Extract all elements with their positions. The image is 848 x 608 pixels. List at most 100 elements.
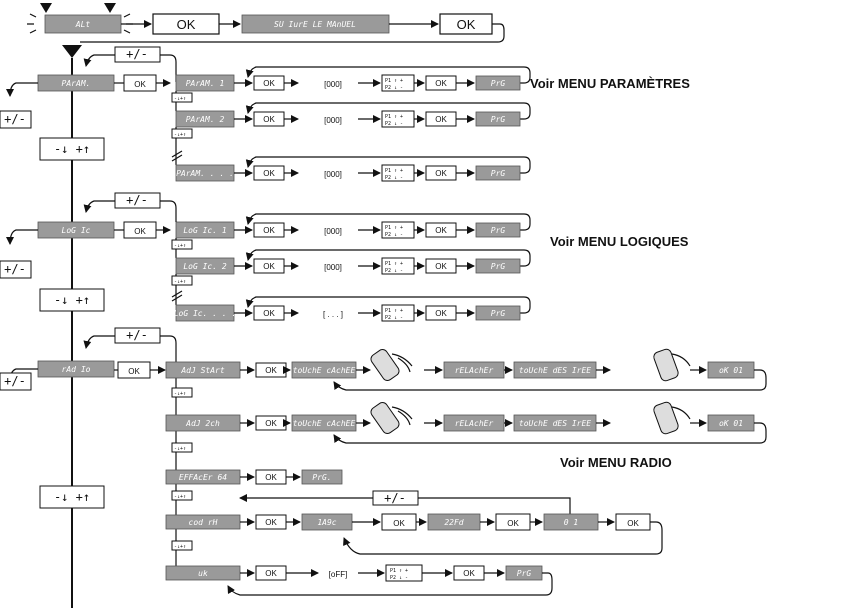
logic-note: Voir MENU LOGIQUES bbox=[550, 234, 689, 249]
break-mark bbox=[172, 151, 182, 161]
svg-text:-↓ +↑: -↓ +↑ bbox=[54, 490, 90, 504]
svg-text:+/-: +/- bbox=[4, 262, 26, 276]
svg-text:P2 ↓ -: P2 ↓ - bbox=[390, 575, 408, 581]
ok01-label: oK 01 bbox=[719, 419, 743, 428]
svg-text:+/-: +/- bbox=[126, 47, 148, 61]
radio-row-codrh: +/- cod rH OK 1A9c OK 22Fd OK 0 1 OK bbox=[166, 491, 662, 554]
remote-control-icon bbox=[369, 348, 412, 383]
ok-label-top-1: OK bbox=[177, 17, 196, 32]
prg-label: PrG bbox=[491, 79, 506, 88]
value-label: [000] bbox=[324, 80, 342, 89]
value-label: [000] bbox=[324, 263, 342, 272]
radio-row-uk: uk OK [oFF] P1 ↑ + P2 ↓ - OK PrG bbox=[166, 565, 552, 595]
param-note: Voir MENU PARAMÈTRES bbox=[530, 76, 690, 91]
remote-control-icon bbox=[369, 401, 412, 436]
svg-text:OK: OK bbox=[134, 80, 146, 89]
svg-text:rAd Io: rAd Io bbox=[62, 365, 91, 374]
value-label: [000] bbox=[324, 116, 342, 125]
svg-text:+/-: +/- bbox=[4, 112, 26, 126]
svg-text:LoG Ic: LoG Ic bbox=[62, 226, 91, 235]
radio-row-effacer: EFFAcEr 64 OK PrG. bbox=[166, 470, 342, 484]
top-arrow-right bbox=[104, 3, 116, 13]
radio-item-label: AdJ 2ch bbox=[185, 419, 220, 428]
ok-label: OK bbox=[435, 79, 447, 88]
p1-label: P1 ↑ + bbox=[385, 114, 403, 120]
ok-label: OK bbox=[435, 309, 447, 318]
menu-logic: +/- LoG Ic +/- OK -↓ +↑ Voir MENU LOGIQU… bbox=[0, 193, 689, 311]
updown-small-label: -↓+↑ bbox=[174, 494, 186, 500]
ok-label: OK bbox=[263, 79, 275, 88]
svg-text:0 1: 0 1 bbox=[564, 518, 578, 527]
svg-text:OK: OK bbox=[128, 367, 140, 376]
item-label: PArAM. 1 bbox=[186, 79, 225, 88]
ok-label: OK bbox=[263, 309, 275, 318]
svg-text:P1 ↑ +: P1 ↑ + bbox=[390, 568, 408, 574]
radio-note: Voir MENU RADIO bbox=[560, 455, 672, 470]
p1-label: P1 ↑ + bbox=[385, 78, 403, 84]
p1-label: P1 ↑ + bbox=[385, 168, 403, 174]
ok-label: OK bbox=[435, 262, 447, 271]
updown-small-label: -↓+↑ bbox=[174, 279, 186, 285]
svg-text:PrG.: PrG. bbox=[312, 473, 331, 482]
item-label: LoG Ic. 2 bbox=[183, 262, 227, 271]
ok-label-top-2: OK bbox=[457, 17, 476, 32]
ok-label: OK bbox=[265, 366, 277, 375]
off-value: [oFF] bbox=[329, 570, 348, 579]
svg-text:+/-: +/- bbox=[126, 328, 148, 342]
prg-label: PrG bbox=[491, 309, 506, 318]
break-mark bbox=[172, 291, 182, 301]
radio-item-label: AdJ StArt bbox=[180, 366, 225, 375]
svg-text:PArAM.: PArAM. bbox=[62, 79, 91, 88]
p1-label: P1 ↑ + bbox=[385, 225, 403, 231]
ok01-label: oK 01 bbox=[719, 366, 743, 375]
svg-text:22Fd: 22Fd bbox=[444, 518, 463, 527]
p1-label: P1 ↑ + bbox=[385, 308, 403, 314]
updown-small-label: -↓+↑ bbox=[174, 132, 186, 138]
svg-text:cod rH: cod rH bbox=[189, 518, 218, 527]
touche-cachee-label: toUchE cAchEE bbox=[293, 366, 356, 375]
svg-text:1A9c: 1A9c bbox=[317, 518, 336, 527]
p2-label: P2 ↓ - bbox=[385, 121, 403, 127]
value-label: [000] bbox=[324, 227, 342, 236]
svg-text:OK: OK bbox=[134, 227, 146, 236]
p2-label: P2 ↓ - bbox=[385, 232, 403, 238]
svg-text:-↓ +↑: -↓ +↑ bbox=[54, 142, 90, 156]
remote-control-icon bbox=[652, 401, 690, 435]
p2-label: P2 ↓ - bbox=[385, 85, 403, 91]
svg-text:+/-: +/- bbox=[126, 193, 148, 207]
svg-text:+/-: +/- bbox=[384, 491, 406, 505]
svg-text:OK: OK bbox=[627, 519, 639, 528]
svg-text:-↓ +↑: -↓ +↑ bbox=[54, 293, 90, 307]
svg-text:OK: OK bbox=[265, 569, 277, 578]
updown-small-label: -↓+↑ bbox=[174, 243, 186, 249]
ok-label: OK bbox=[263, 115, 275, 124]
svg-text:PrG: PrG bbox=[517, 569, 532, 578]
item-label: PArAM. 2 bbox=[186, 115, 225, 124]
prg-label: PrG bbox=[491, 262, 506, 271]
manual-label: SU IurE LE MAnUEL bbox=[274, 20, 356, 29]
svg-text:OK: OK bbox=[265, 473, 277, 482]
radio-pair-rows: AdJ StArtOKtoUchE cAchEErELAchErtoUchE d… bbox=[166, 348, 766, 443]
relacher-label: rELAchEr bbox=[455, 419, 494, 428]
svg-text:EFFAcEr 64: EFFAcEr 64 bbox=[179, 473, 227, 482]
ok-label: OK bbox=[263, 262, 275, 271]
svg-text:+/-: +/- bbox=[4, 374, 26, 388]
updown-small-label: -↓+↑ bbox=[174, 446, 186, 452]
ok-label: OK bbox=[263, 169, 275, 178]
updown-small-label: -↓+↑ bbox=[174, 96, 186, 102]
updown-small-label: -↓+↑ bbox=[174, 391, 186, 397]
ok-label: OK bbox=[435, 226, 447, 235]
prg-label: PrG bbox=[491, 169, 506, 178]
top-arrow-left bbox=[40, 3, 52, 13]
item-label: PArAM. . . . bbox=[176, 169, 234, 178]
main-down-arrow bbox=[62, 45, 82, 58]
ok-label: OK bbox=[263, 226, 275, 235]
p1-label: P1 ↑ + bbox=[385, 261, 403, 267]
value-label: [000] bbox=[324, 170, 342, 179]
item-label: LoG Ic. 1 bbox=[183, 226, 226, 235]
prg-label: PrG bbox=[491, 226, 506, 235]
relacher-label: rELAchEr bbox=[455, 366, 494, 375]
